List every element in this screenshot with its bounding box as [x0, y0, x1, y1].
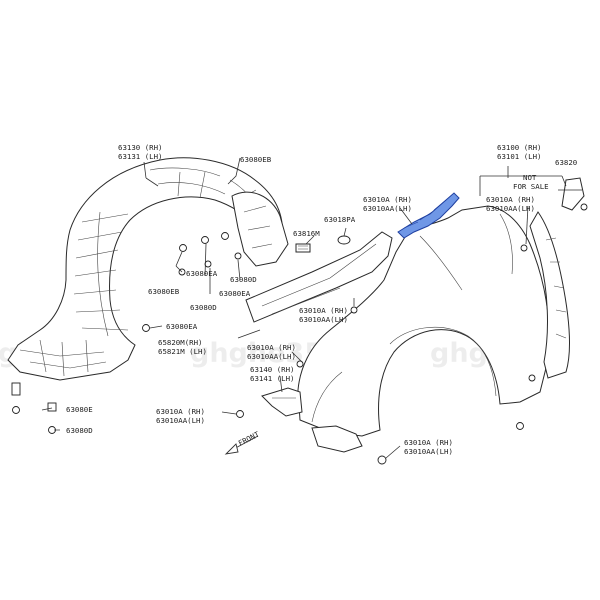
clip-63080EA-d [142, 324, 150, 332]
label-63010A-top-rh: 63010A (RH) [363, 195, 412, 204]
label-63018PA: 63018PA [324, 215, 356, 224]
label-63080EA-a: 63080EA [186, 269, 218, 278]
label-63080D-b: 63080D [190, 303, 217, 312]
clip-bracket-a [11, 382, 21, 396]
label-63010A-bottom-rh: 63010A (RH) [404, 438, 453, 447]
label-for-sale: FOR SALE [513, 182, 549, 191]
center-brackets [236, 231, 393, 465]
front-arrow: FRONT [224, 429, 261, 455]
label-63010A-c-rh: 63010A (RH) [247, 343, 296, 352]
label-63141: 63141 (LH) [250, 374, 295, 383]
clip-63080EA-b [204, 260, 212, 268]
screw-63080D-a [221, 232, 229, 240]
label-63010A-left-lh: 63010AA(LH) [156, 416, 205, 425]
leader-lines [41, 157, 582, 459]
bracket-front-lower [311, 425, 363, 453]
label-63080EA-b: 63080EA [219, 289, 251, 298]
label-63101: 63101 (LH) [497, 152, 542, 161]
part-labels: 63130 (RH) 63131 (LH) 63080EB 63080EB 63… [66, 143, 577, 456]
label-63080EB-left: 63080EB [148, 287, 180, 296]
part-63018PA [337, 235, 351, 245]
clip-63080EB-left [179, 244, 187, 252]
screw-bottom [377, 455, 387, 465]
label-63080D-c: 63080D [66, 426, 93, 435]
label-63816M: 63816M [293, 229, 320, 238]
label-63010A-right-rh: 63010A (RH) [486, 195, 535, 204]
label-63130: 63130 (RH) [118, 143, 163, 152]
label-63010A-c-lh: 63010AA(LH) [247, 352, 296, 361]
label-63080EB-top: 63080EB [240, 155, 272, 164]
highlight-bracket-63010A [397, 192, 460, 239]
label-not: NOT [523, 173, 537, 182]
label-63010A-mid-rh: 63010A (RH) [299, 306, 348, 315]
label-63080D-a: 63080D [230, 275, 257, 284]
label-65820M: 65820M(RH) [158, 338, 203, 347]
label-63100: 63100 (RH) [497, 143, 542, 152]
clip-63080E [47, 402, 57, 412]
clip-right-c [516, 422, 524, 430]
clip-mid [350, 306, 358, 314]
bracket-63140 [261, 387, 303, 417]
label-65821M: 65821M (LH) [158, 347, 207, 356]
label-63010A-top-lh: 63010AA(LH) [363, 204, 412, 213]
fender-panel [297, 205, 550, 437]
fender-liner [7, 157, 289, 381]
clip-right-b [528, 374, 536, 382]
clip-right-a [520, 244, 528, 252]
label-63820: 63820 [555, 158, 577, 167]
clip-63080EA-a [201, 236, 209, 244]
clip-63080EA-c [234, 252, 242, 260]
label-63080E: 63080E [66, 405, 93, 414]
part-63816M [295, 243, 311, 253]
fender-rear-moulding [516, 177, 588, 430]
label-63010A-right-lh: 63010AA(LH) [486, 204, 535, 213]
label-63010A-left-rh: 63010A (RH) [156, 407, 205, 416]
label-63131: 63131 (LH) [118, 152, 163, 161]
part-63820 [561, 177, 585, 211]
screw-bottom-left [12, 406, 20, 414]
label-63140: 63140 (RH) [250, 365, 295, 374]
label-63010A-mid-lh: 63010AA(LH) [299, 315, 348, 324]
screw-63010A-c [296, 360, 304, 368]
front-label: FRONT [237, 429, 261, 447]
screw-63010A-left [236, 410, 244, 418]
label-63010A-bottom-lh: 63010AA(LH) [404, 447, 453, 456]
label-63080EA-c: 63080EA [166, 322, 198, 331]
clip-63820 [580, 203, 588, 211]
